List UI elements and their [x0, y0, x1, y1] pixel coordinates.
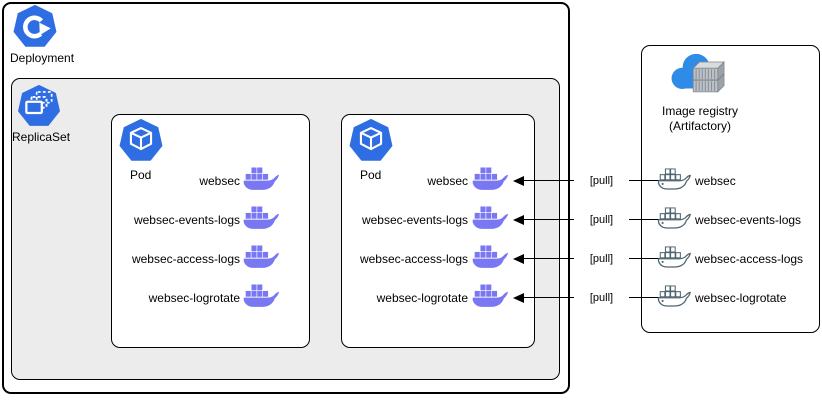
image-label: websec-logrotate	[695, 291, 787, 305]
pod1-label: Pod	[130, 168, 152, 182]
deployment-label: Deployment	[10, 51, 75, 65]
docker-container-icon	[242, 206, 280, 234]
cloud-registry-icon	[667, 49, 731, 101]
pod2-label: Pod	[360, 168, 382, 182]
image-label: websec-access-logs	[695, 252, 804, 266]
registry-title-line1: Image registry	[661, 104, 739, 118]
docker-container-icon	[242, 284, 280, 312]
docker-image-icon	[657, 207, 691, 233]
replicaset-label: ReplicaSet	[12, 130, 71, 144]
container-label: websec-logrotate	[148, 291, 240, 305]
container-label: websec-events-logs	[133, 213, 240, 227]
kubernetes-pod-icon	[118, 117, 164, 163]
container-label: websec-access-logs	[359, 252, 468, 266]
docker-container-icon	[471, 167, 509, 195]
docker-container-icon	[242, 167, 280, 195]
docker-container-icon	[471, 245, 509, 273]
image-label: websec-events-logs	[695, 213, 802, 227]
pull-arrow	[513, 176, 524, 186]
kubernetes-deployment-icon	[12, 3, 58, 49]
pull-arrow	[513, 215, 524, 225]
docker-image-icon	[657, 285, 691, 311]
image-label: websec	[695, 174, 736, 188]
pull-arrow	[513, 293, 524, 303]
pull-label: [pull]	[574, 174, 629, 188]
container-label: websec-logrotate	[376, 291, 468, 305]
container-label: websec-access-logs	[131, 252, 240, 266]
docker-image-icon	[657, 246, 691, 272]
docker-container-icon	[471, 206, 509, 234]
docker-image-icon	[657, 168, 691, 194]
registry-title-line2: (Artifactory)	[668, 119, 731, 133]
container-label: websec	[199, 174, 240, 188]
kubernetes-replicaset-icon	[16, 83, 62, 128]
docker-container-icon	[471, 284, 509, 312]
pull-arrow	[513, 254, 524, 264]
docker-container-icon	[242, 245, 280, 273]
container-label: websec-events-logs	[361, 213, 468, 227]
pull-label: [pull]	[574, 213, 629, 227]
pull-label: [pull]	[574, 291, 629, 305]
pull-label: [pull]	[574, 252, 629, 266]
container-label: websec	[427, 174, 468, 188]
kubernetes-pod-icon	[348, 117, 394, 163]
